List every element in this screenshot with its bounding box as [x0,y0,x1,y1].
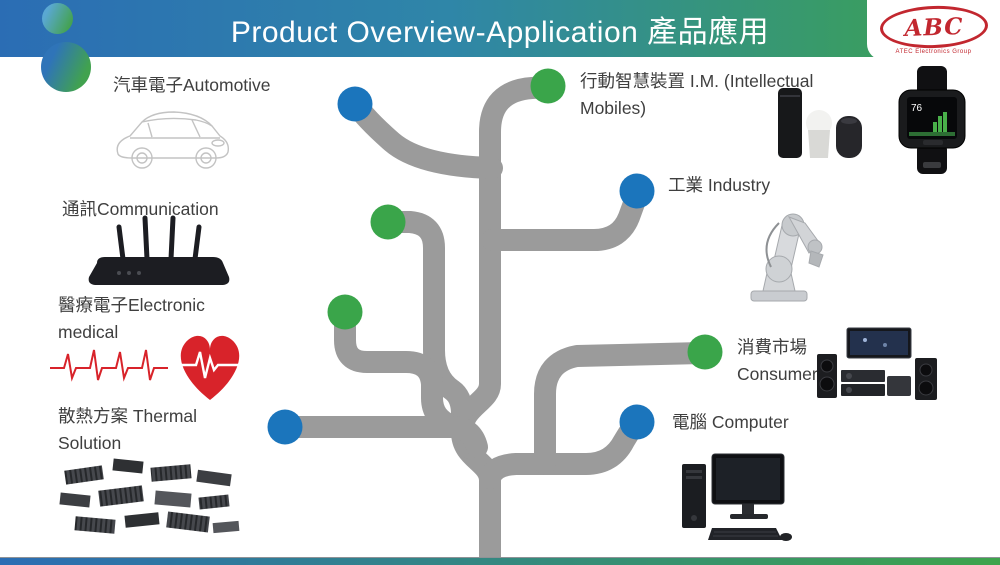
label-industry: 工業 Industry [668,175,771,195]
watch-heart-rate-value: 76 [911,103,923,114]
logo-tagline: ATEC Electronics Group [895,48,972,55]
label-thermal: 散熱方案 Thermal Solution [58,406,198,453]
label-computer: 電腦 Computer [672,412,789,432]
consumer-image [817,327,937,400]
medical-image [50,335,240,400]
automotive-image [116,111,230,169]
branch-computer [479,412,647,489]
label-consumer: 消費市場 Consumer [737,337,818,384]
node-consumer [687,334,723,370]
branch-thermal [275,416,488,458]
heart-shape [180,335,240,400]
label-automotive: 汽車電子Automotive [113,75,271,95]
label-communication: 通訊Communication [62,199,219,219]
node-im [530,68,566,104]
branch-automotive [346,95,503,179]
node-thermal [267,409,303,445]
node-computer [619,404,655,440]
thermal-image [59,458,240,534]
im-smartwatch-image: 76 [898,66,966,174]
logo-text: ABC [903,11,964,42]
node-medical [327,294,363,330]
branch-industry [481,184,648,251]
communication-image [88,215,230,285]
label-medical: 醫療電子Electronic medical [58,295,205,342]
computer-image [682,453,792,541]
decorative-gradient-dot-large [41,42,91,92]
industry-robot-image [750,213,824,302]
label-im: 行動智慧裝置 I.M. (Intellectual Mobiles) [580,71,814,118]
tree-trunk [451,76,559,565]
bottom-accent-bar [0,557,1000,565]
node-industry [619,173,655,209]
node-communication [370,204,406,240]
company-logo: ABC ATEC Electronics Group [867,0,1000,60]
branch-consumer [534,342,713,475]
decorative-gradient-dot-small [42,3,73,34]
logo-oval: ABC [878,3,989,50]
page-title: Product Overview-Application 產品應用 [230,15,770,49]
node-automotive [337,86,373,122]
title-banner: Product Overview-Application 產品應用 [0,0,1000,57]
im-speakers-image [778,88,862,158]
